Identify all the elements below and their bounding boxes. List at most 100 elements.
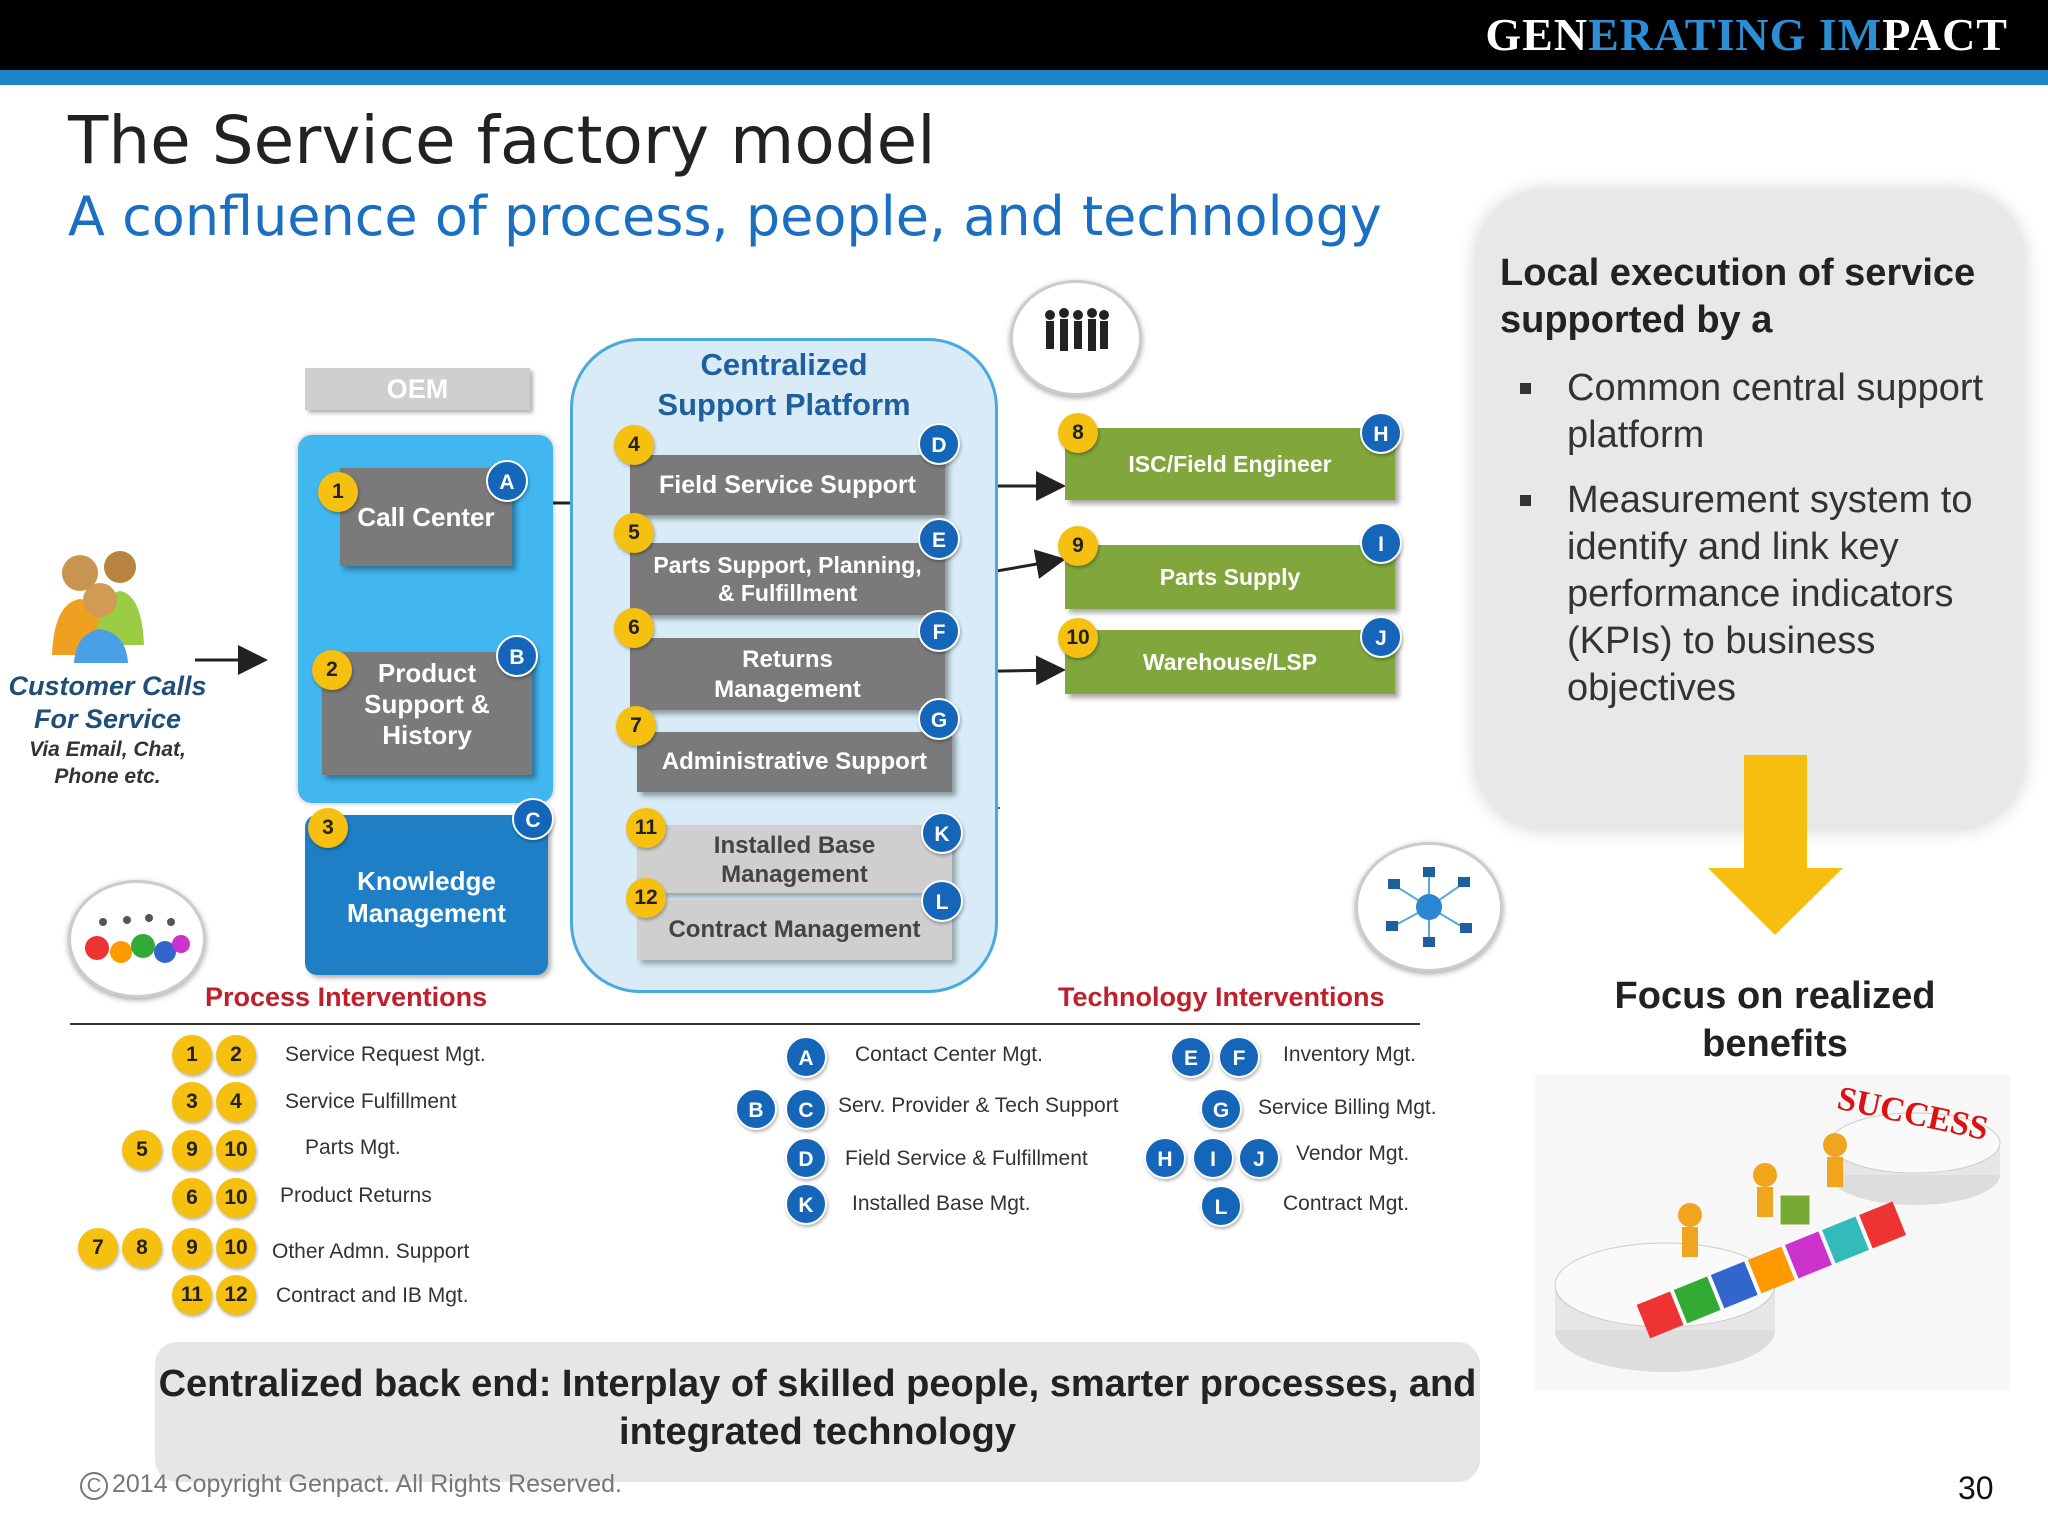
focus-label: Focus on realized benefits xyxy=(1614,975,1936,1065)
badge-6: 6 xyxy=(614,608,654,648)
legend-service-billing: Service Billing Mgt. xyxy=(1258,1096,1437,1119)
badge-C: C xyxy=(512,798,554,840)
badge-4: 4 xyxy=(614,425,654,465)
legend-vendor: Vendor Mgt. xyxy=(1296,1142,1410,1165)
customer-line-4: Phone etc. xyxy=(54,765,161,788)
page-title: The Service factory model xyxy=(68,102,936,179)
oem-label: OEM xyxy=(305,368,530,410)
returns-management-box: Returns Management xyxy=(630,638,945,710)
success-puzzle-icon: SUCCESS xyxy=(1554,1080,2001,1372)
page-number: 30 xyxy=(1958,1470,1994,1506)
page-subtitle: A confluence of process, people, and tec… xyxy=(68,185,1382,248)
call-center-box: Call Center xyxy=(340,468,512,566)
badge-I: I xyxy=(1360,522,1402,564)
right-panel: Local execution of service supported by … xyxy=(1475,190,2025,830)
success-illustration: SUCCESS xyxy=(1535,1075,2010,1390)
product-support-box: Product Support & History xyxy=(322,652,532,775)
knowledge-management-box: Knowledge Management xyxy=(305,815,548,975)
badge-B: B xyxy=(496,635,538,677)
knowledge-line-1: Knowledge xyxy=(357,866,496,896)
customer-line-3: Via Email, Chat, xyxy=(29,738,186,761)
product-support-line-2: Support & xyxy=(364,689,490,719)
parts-support-line-2: & Fulfillment xyxy=(717,580,858,606)
badge-1: 1 xyxy=(318,472,358,512)
network-icon xyxy=(1386,867,1472,947)
bullet-1-text: Common central support platform xyxy=(1567,367,1984,456)
legend-installed-base: Installed Base Mgt. xyxy=(852,1192,1031,1215)
bullet-1: Common central support platform xyxy=(1520,365,2010,459)
knowledge-line-2: Management xyxy=(347,898,506,928)
badge-8: 8 xyxy=(1058,413,1098,453)
legend-badge-12: 12 xyxy=(216,1275,256,1315)
badge-J: J xyxy=(1360,616,1402,658)
product-support-line-3: History xyxy=(382,720,472,750)
customer-line-2: For Service xyxy=(33,704,182,734)
legend-badge-B: B xyxy=(735,1088,777,1130)
legend-badge-D: D xyxy=(785,1137,827,1179)
legend-badge-3: 3 xyxy=(172,1082,212,1122)
legend-badge-H: H xyxy=(1144,1137,1186,1179)
right-panel-heading: Local execution of service supported by … xyxy=(1500,252,1976,341)
customer-line-1: Customer Calls xyxy=(8,671,207,701)
badge-12: 12 xyxy=(626,878,666,918)
legend-badge-11: 11 xyxy=(172,1275,212,1315)
badge-G: G xyxy=(918,698,960,740)
badge-9: 9 xyxy=(1058,526,1098,566)
legend-badge-2: 2 xyxy=(216,1035,256,1075)
legend-badge-K: K xyxy=(785,1183,827,1225)
brand-logo: GENERATING IMPACT xyxy=(1485,9,2008,60)
legend-badge-4: 4 xyxy=(216,1082,256,1122)
contract-management-box: Contract Management xyxy=(637,900,952,960)
legend-badge-I: I xyxy=(1192,1137,1234,1179)
diagram: Customer Calls For Service Via Email, Ch… xyxy=(0,260,1520,1340)
bottom-summary-text: Centralized back end: Interplay of skill… xyxy=(158,1363,1477,1453)
parts-support-box: Parts Support, Planning, & Fulfillment xyxy=(630,543,945,615)
legend-badge-J: J xyxy=(1238,1137,1280,1179)
legend-badge-L: L xyxy=(1200,1185,1242,1227)
badge-F: F xyxy=(918,610,960,652)
legend-badge-10c: 10 xyxy=(216,1228,256,1268)
badge-7: 7 xyxy=(616,706,656,746)
legend-badge-G: G xyxy=(1200,1088,1242,1130)
badge-L: L xyxy=(921,880,963,922)
legend-contract-ib: Contract and IB Mgt. xyxy=(276,1284,469,1307)
installed-base-box: Installed Base Management xyxy=(637,825,952,893)
customers-icon xyxy=(52,551,144,663)
warehouse-lsp-box: Warehouse/LSP xyxy=(1065,630,1395,694)
legend-badge-E: E xyxy=(1170,1036,1212,1078)
process-interventions-title: Process Interventions xyxy=(205,982,488,1012)
installed-line-1: Installed Base xyxy=(713,832,876,859)
badge-D: D xyxy=(918,423,960,465)
legend-badge-10a: 10 xyxy=(216,1130,256,1170)
badge-H: H xyxy=(1360,412,1402,454)
legend-other-admin: Other Admn. Support xyxy=(272,1240,470,1263)
legend-parts-mgt: Parts Mgt. xyxy=(305,1136,401,1159)
badge-5: 5 xyxy=(614,513,654,553)
process-gears-icon xyxy=(85,914,190,963)
technology-interventions-title: Technology Interventions xyxy=(1058,982,1385,1012)
badge-E: E xyxy=(918,518,960,560)
top-bar xyxy=(0,0,2048,70)
legend-badge-1: 1 xyxy=(172,1035,212,1075)
csp-title: Centralized Support Platform xyxy=(570,345,998,425)
legend-badge-9b: 9 xyxy=(172,1228,212,1268)
field-service-support-box: Field Service Support xyxy=(630,455,945,515)
legend-serv-provider: Serv. Provider & Tech Support xyxy=(838,1094,1119,1117)
legend-badge-C: C xyxy=(785,1088,827,1130)
customer-calls-label: Customer Calls For Service Via Email, Ch… xyxy=(0,670,215,790)
legend-badge-8: 8 xyxy=(122,1228,162,1268)
legend-badge-10b: 10 xyxy=(216,1178,256,1218)
badge-2: 2 xyxy=(312,650,352,690)
badge-3: 3 xyxy=(308,808,348,848)
badge-K: K xyxy=(921,812,963,854)
legend-badge-F: F xyxy=(1218,1036,1260,1078)
bullet-2-text: Measurement system to identify and link … xyxy=(1567,479,1973,709)
parts-supply-box: Parts Supply xyxy=(1065,545,1395,609)
copyright-icon: C xyxy=(80,1472,108,1500)
legend-field-service: Field Service & Fulfillment xyxy=(845,1147,1088,1170)
badge-A: A xyxy=(486,460,528,502)
badge-10: 10 xyxy=(1058,618,1098,658)
down-arrow-icon xyxy=(1708,755,1843,935)
